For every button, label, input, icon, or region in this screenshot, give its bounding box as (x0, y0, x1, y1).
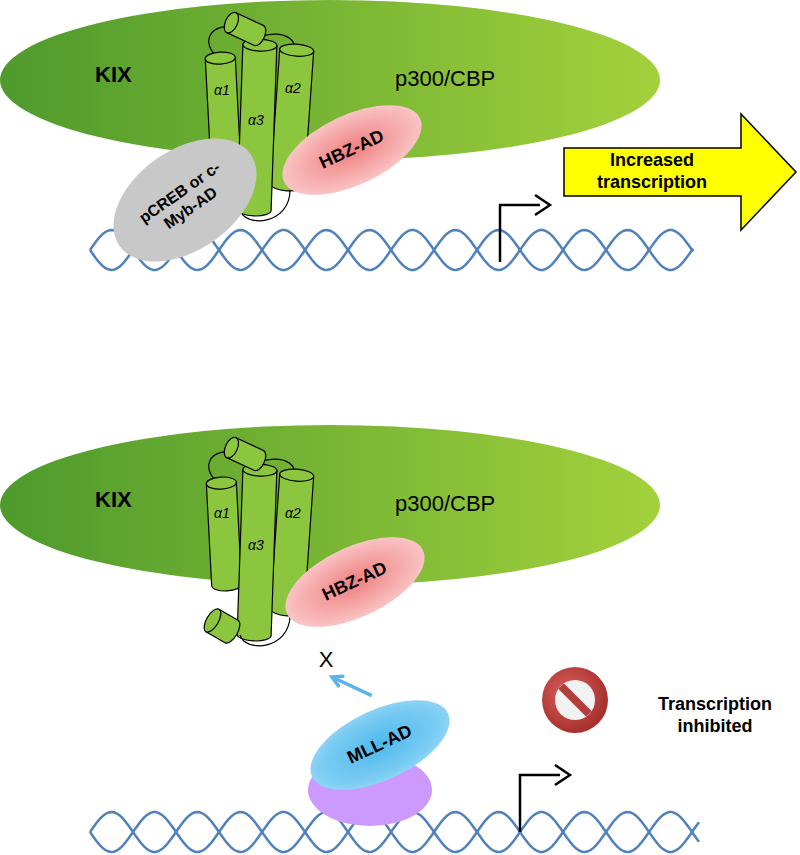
transcription-arrow: Increased transcription (563, 112, 798, 232)
outcome-note: Transcription inhibited (640, 694, 790, 737)
domain-name: KIX (95, 62, 132, 88)
helix-label: α1 (214, 505, 230, 521)
helix-label: α2 (285, 505, 301, 521)
block-mark: X (317, 649, 336, 671)
node-text: HBZ-AD (316, 126, 388, 175)
node-text: MLL-AD (344, 721, 416, 770)
kix-helices (201, 10, 314, 646)
helix-label: α1 (214, 82, 230, 98)
helix-label: α3 (248, 537, 264, 553)
helix-cylinder (221, 435, 268, 473)
node-text: Increased transcription (566, 150, 738, 193)
helix-label: α2 (285, 80, 301, 96)
domain-name: KIX (95, 487, 132, 513)
helix-cylinder (201, 606, 243, 646)
node-text: p300/CBP (395, 66, 495, 92)
helix-cylinder (237, 463, 277, 641)
promoter-arrow (500, 195, 570, 832)
helix-cylinder (206, 476, 242, 591)
node-text: HBZ-AD (319, 558, 391, 607)
node-text: p300/CBP (395, 491, 495, 517)
blocked-arrow (332, 676, 372, 695)
helix-cylinder (221, 10, 268, 48)
dna-strands (90, 230, 699, 852)
prohibition-sign (542, 667, 608, 733)
helix-label: α3 (248, 112, 264, 128)
